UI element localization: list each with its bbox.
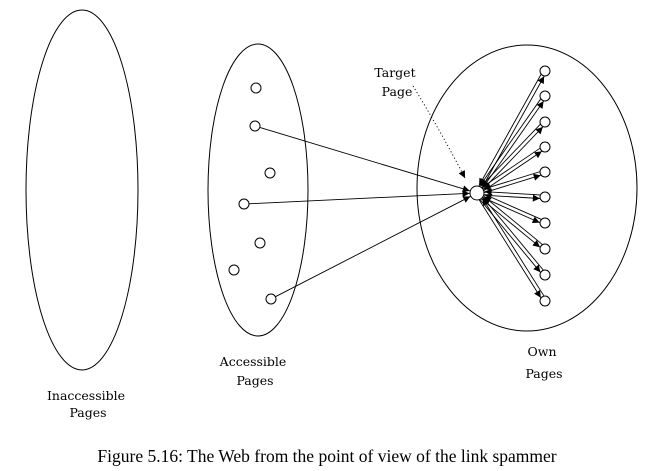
outgoing-link-arrow [482, 197, 540, 224]
own-page-node [539, 116, 551, 128]
outgoing-link-arrow [479, 199, 541, 273]
own-page-node [539, 269, 551, 281]
outgoing-link-arrow [483, 194, 540, 202]
target-pointer [412, 85, 466, 179]
own-page-node [539, 90, 551, 102]
own-pages-region [416, 44, 638, 332]
return-link-arrow [483, 171, 540, 191]
accessible-page-node [254, 237, 266, 249]
accessible-page-nodes [228, 82, 277, 305]
return-link-arrow [482, 197, 544, 271]
outgoing-link-arrow [484, 173, 541, 194]
accessible-pages-region [207, 43, 309, 337]
return-link-arrow [482, 198, 545, 297]
outgoing-link-arrow [481, 76, 545, 188]
accessible-page-node [249, 120, 261, 132]
accessible-page-node [265, 293, 277, 305]
own-page-node [539, 141, 551, 153]
inbound-link-arrow [259, 127, 470, 193]
target-page-label: Target Page [374, 65, 419, 99]
return-link-arrow [479, 98, 542, 187]
return-link-arrow [481, 147, 541, 188]
inaccessible-pages-label: Inaccessible Pages [47, 388, 129, 420]
own-pages-label: Own Pages [525, 344, 562, 381]
accessible-page-node [250, 82, 262, 94]
figure-caption: Figure 5.16: The Web from the point of v… [97, 446, 556, 466]
return-link-arrow [478, 74, 542, 186]
inbound-link-arrow [275, 196, 471, 298]
return-link-arrow [484, 193, 542, 220]
own-page-node [539, 191, 551, 203]
accessible-page-node [238, 198, 250, 210]
accessible-page-node [264, 167, 276, 179]
target-page-node [469, 185, 485, 201]
outgoing-link-arrow [483, 150, 543, 191]
own-page-node [539, 65, 551, 77]
own-page-nodes [539, 65, 551, 307]
return-link-arrow [483, 196, 543, 245]
inbound-links [248, 127, 471, 298]
own-page-node [539, 166, 551, 178]
return-link-arrow [480, 124, 541, 187]
own-page-node [539, 295, 551, 307]
accessible-pages-label: Accessible Pages [219, 354, 291, 388]
outgoing-link-arrow [482, 126, 544, 190]
outgoing-link-arrow [478, 199, 542, 298]
accessible-page-node [228, 264, 240, 276]
inaccessible-pages-region [25, 9, 139, 371]
inbound-link-arrow [248, 190, 470, 205]
target-own-links [478, 74, 545, 298]
own-page-node [539, 217, 551, 229]
own-page-node [539, 243, 551, 255]
return-link-arrow [484, 188, 541, 196]
